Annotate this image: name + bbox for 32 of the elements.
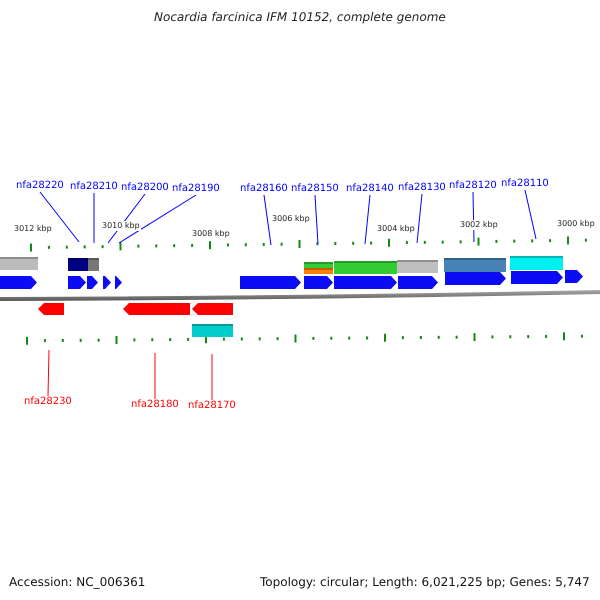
gene-label: nfa28190	[172, 183, 220, 195]
scale-label: 3002 kbp	[459, 220, 499, 230]
leader-line	[524, 190, 536, 240]
scale-label: 3004 kbp	[376, 224, 416, 234]
gene-label: nfa28200	[121, 182, 169, 194]
scale-label: 3008 kbp	[191, 229, 231, 239]
leader-line	[154, 352, 156, 400]
genome-summary-text: Topology: circular; Length: 6,021,225 bp; Genes: 5,747	[260, 576, 590, 588]
leader-line	[364, 194, 370, 244]
leader-line	[314, 194, 318, 244]
gene-label: nfa28180	[131, 399, 179, 411]
gene-label: nfa28150	[291, 183, 339, 195]
gene-label: nfa28230	[24, 396, 72, 408]
leader-line	[40, 192, 80, 242]
leader-line	[48, 350, 50, 396]
leader-line	[416, 194, 422, 244]
scale-label: 3000 kbp	[556, 219, 596, 229]
gene-label: nfa28210	[70, 181, 118, 193]
accession-text: Accession: NC_006361	[9, 576, 146, 588]
leader-line	[118, 194, 196, 244]
leader-line	[264, 194, 272, 246]
gene-label: nfa28120	[449, 180, 497, 192]
title: Nocardia farcinica IFM 10152, complete genome	[154, 11, 446, 23]
gene-label: nfa28130	[398, 182, 446, 194]
gene-label: nfa28160	[240, 183, 288, 195]
gene-label: nfa28140	[346, 183, 394, 195]
gene-label: nfa28110	[501, 178, 549, 190]
scale-label: 3012 kbp	[13, 224, 53, 234]
scale-label: 3006 kbp	[271, 214, 311, 224]
gene-label: nfa28170	[188, 400, 236, 412]
gene-label: nfa28220	[16, 180, 64, 192]
scale-label: 3010 kbp	[101, 221, 141, 231]
